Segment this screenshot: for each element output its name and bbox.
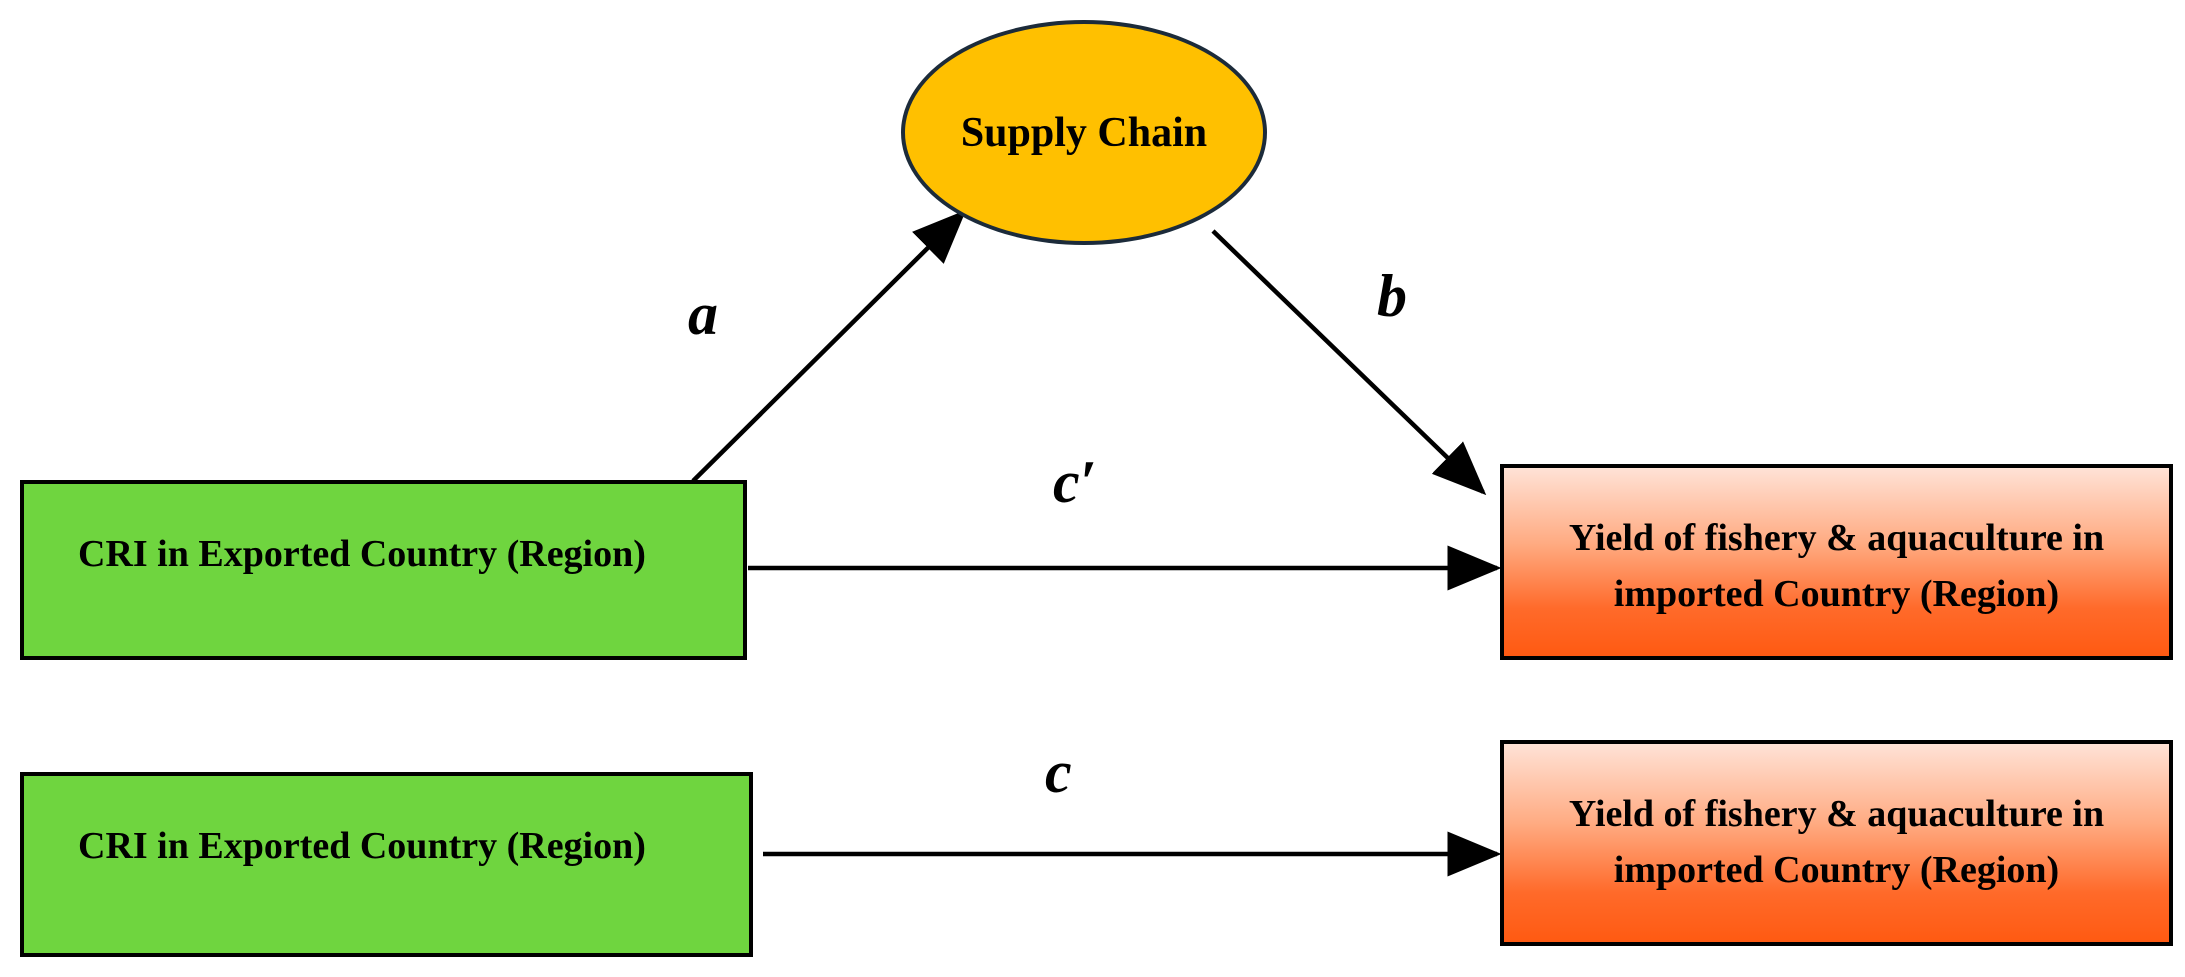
mediator-node: Supply Chain (901, 20, 1267, 245)
outcome-box-top: Yield of fishery & aquaculture in import… (1500, 464, 2173, 660)
arrow-b (1211, 229, 1487, 496)
predictor-box-top: CRI in Exported Country (Region) (20, 480, 747, 660)
outcome-label-top: Yield of fishery & aquaculture in import… (1568, 517, 2105, 615)
outcome-label-bottom: Yield of fishery & aquaculture in import… (1568, 793, 2105, 891)
predictor-box-bottom: CRI in Exported Country (Region) (20, 772, 753, 957)
mediator-label: Supply Chain (960, 109, 1208, 156)
outcome-box-bottom: Yield of fishery & aquaculture in import… (1500, 740, 2173, 946)
path-c-prime-label: c′ (1053, 449, 1097, 515)
path-b-label: b (1377, 263, 1407, 329)
arrow-a (691, 209, 967, 483)
path-a-label: a (688, 281, 718, 347)
path-c-label: c (1045, 739, 1072, 805)
predictor-label-top: CRI in Exported Country (Region) (78, 533, 646, 575)
predictor-label-bottom: CRI in Exported Country (Region) (78, 825, 646, 867)
